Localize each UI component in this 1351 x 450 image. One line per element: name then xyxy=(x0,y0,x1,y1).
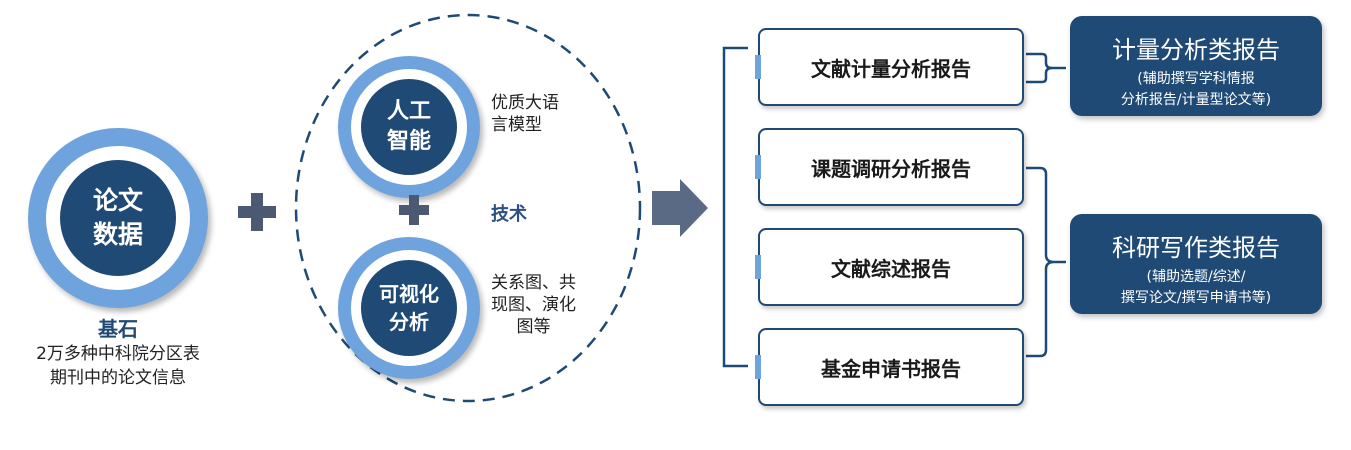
category-note-line-2: 分析报告/计量型论文等) xyxy=(1120,92,1272,108)
category-note: (辅助选题/综述/ 撰写论文/撰写申请书等) xyxy=(1070,267,1322,309)
report-label: 文献计量分析报告 xyxy=(811,56,971,81)
foundation-description: 2万多种中科院分区表 期刊中的论文信息 xyxy=(8,342,228,390)
report-box-topic-research: 课题调研分析报告 xyxy=(755,128,1024,206)
report-label: 课题调研分析报告 xyxy=(811,156,971,181)
category-research-writing: 科研写作类报告 (辅助选题/综述/ 撰写论文/撰写申请书等) xyxy=(1070,214,1322,314)
vis-desc-line-3: 图等 xyxy=(516,317,551,337)
category-note-line-1: (辅助撰写学科情报 xyxy=(1137,71,1255,87)
report-box-literature-review: 文献综述报告 xyxy=(755,228,1024,306)
foundation-title: 基石 xyxy=(98,317,138,341)
plus-icon xyxy=(238,193,276,231)
category-bibliometric: 计量分析类报告 (辅助撰写学科情报 分析报告/计量型论文等) xyxy=(1070,16,1322,116)
vis-desc-line-2: 现图、演化 xyxy=(491,295,576,315)
report-label: 基金申请书报告 xyxy=(821,356,961,381)
category-note-line-1: (辅助选题/综述/ xyxy=(1146,269,1246,285)
technology-dashed-oval xyxy=(294,13,642,403)
visualization-core: 可视化 分析 xyxy=(361,260,457,356)
report-label: 文献综述报告 xyxy=(831,256,951,281)
visualization-description: 关系图、共 现图、演化 图等 xyxy=(491,272,576,338)
category-title: 科研写作类报告 xyxy=(1112,234,1280,262)
foundation-line-1: 2万多种中科院分区表 xyxy=(36,344,200,364)
vis-desc-line-1: 关系图、共 xyxy=(491,273,576,293)
category-title: 计量分析类报告 xyxy=(1112,36,1280,64)
ai-circle: 人工 智能 xyxy=(338,56,480,198)
ai-core: 人工 智能 xyxy=(361,79,457,175)
plus-small-icon xyxy=(399,195,429,225)
ai-line-1: 人工 xyxy=(386,99,431,124)
paper-data-core: 论文 数据 xyxy=(60,160,176,276)
category-note: (辅助撰写学科情报 分析报告/计量型论文等) xyxy=(1070,69,1322,111)
ai-desc-line-2: 言模型 xyxy=(491,115,542,135)
paper-data-line-2: 数据 xyxy=(92,220,143,249)
bracket-to-category-2 xyxy=(1026,166,1066,358)
visualization-line-2: 分析 xyxy=(389,310,429,334)
foundation-line-2: 期刊中的论文信息 xyxy=(50,368,186,388)
report-box-bibliometric: 文献计量分析报告 xyxy=(755,28,1024,106)
bracket-to-category-1 xyxy=(1026,52,1066,84)
ai-desc-line-1: 优质大语 xyxy=(491,93,559,113)
visualization-circle: 可视化 分析 xyxy=(338,237,480,379)
flow-arrow-icon xyxy=(652,179,708,237)
visualization-line-1: 可视化 xyxy=(379,282,439,306)
reports-left-bracket xyxy=(722,46,748,368)
ai-description: 优质大语 言模型 xyxy=(491,92,559,136)
ai-line-2: 智能 xyxy=(386,129,431,154)
report-box-grant-proposal: 基金申请书报告 xyxy=(755,328,1024,406)
paper-data-line-1: 论文 xyxy=(92,186,143,215)
technology-label: 技术 xyxy=(491,204,527,225)
category-note-line-2: 撰写论文/撰写申请书等) xyxy=(1120,290,1272,306)
paper-data-circle: 论文 数据 xyxy=(28,128,208,308)
